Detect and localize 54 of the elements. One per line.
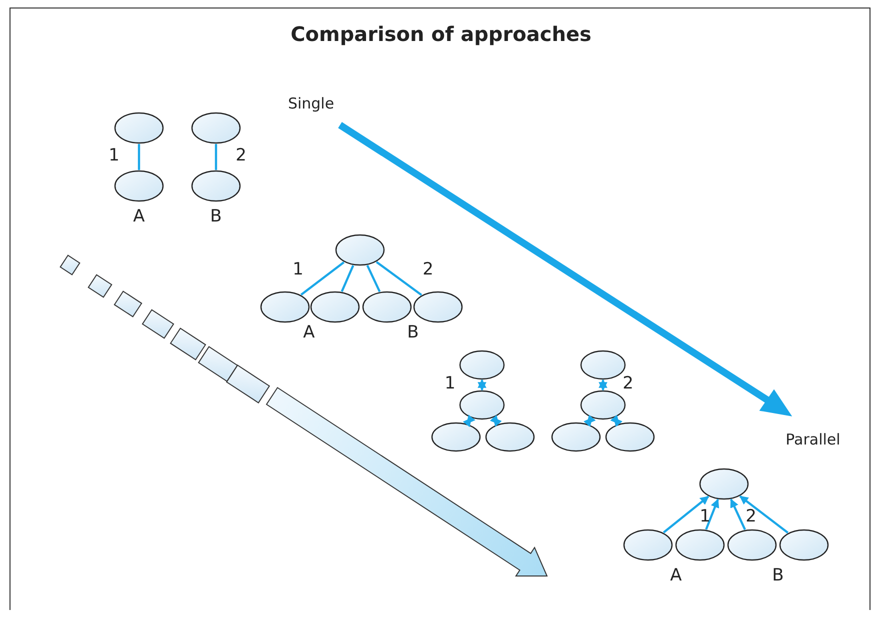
- connector: [214, 144, 218, 170]
- connector: [739, 495, 789, 534]
- ellipse-node: [260, 291, 310, 323]
- ellipse-node: [114, 112, 164, 144]
- letter-label: B: [407, 324, 419, 342]
- number-label: 1: [108, 148, 120, 164]
- caption-label: Single: [288, 96, 334, 112]
- connector: [662, 496, 710, 534]
- connector: [598, 379, 608, 391]
- connector: [376, 261, 422, 296]
- number-label: 2: [422, 262, 434, 278]
- ellipse-node: [431, 422, 481, 452]
- ellipse-node: [485, 422, 535, 452]
- letter-label: B: [210, 208, 222, 226]
- ellipse-node: [605, 422, 655, 452]
- number-label: 2: [622, 376, 634, 392]
- number-label: 1: [444, 376, 456, 392]
- title: Comparison of approaches: [290, 22, 592, 46]
- ellipse-node: [459, 390, 505, 420]
- ellipse-node: [362, 291, 412, 323]
- ellipse-node: [551, 422, 601, 452]
- connector: [462, 414, 476, 428]
- ellipse-node: [191, 170, 241, 202]
- ellipse-node: [727, 529, 777, 561]
- ellipse-node: [459, 350, 505, 380]
- connector: [366, 264, 381, 292]
- number-label: 2: [236, 148, 246, 164]
- connector: [300, 261, 345, 296]
- ellipse-node: [779, 529, 829, 561]
- connector: [478, 379, 486, 391]
- ellipse-node: [580, 390, 626, 420]
- number-label: 2: [746, 508, 756, 526]
- ellipse-node: [310, 291, 360, 323]
- connector: [610, 414, 623, 427]
- connector: [730, 498, 746, 530]
- letter-label: A: [133, 208, 145, 226]
- letter-label: B: [772, 568, 784, 584]
- connector: [340, 264, 354, 292]
- connector: [138, 144, 140, 170]
- ellipse-node: [191, 112, 241, 144]
- number-label: 1: [292, 262, 304, 278]
- letter-label: A: [303, 324, 315, 342]
- ellipse-node: [114, 170, 164, 202]
- caption-label: Parallel: [786, 432, 840, 448]
- number-label: 1: [700, 508, 710, 526]
- connector: [583, 414, 596, 427]
- connector: [490, 414, 502, 427]
- ellipse-node: [675, 529, 725, 561]
- ellipse-node: [335, 234, 385, 266]
- ellipse-node: [413, 291, 463, 323]
- letter-label: A: [670, 568, 682, 584]
- ellipse-node: [699, 468, 749, 500]
- ellipse-node: [623, 529, 673, 561]
- connector: [705, 498, 720, 530]
